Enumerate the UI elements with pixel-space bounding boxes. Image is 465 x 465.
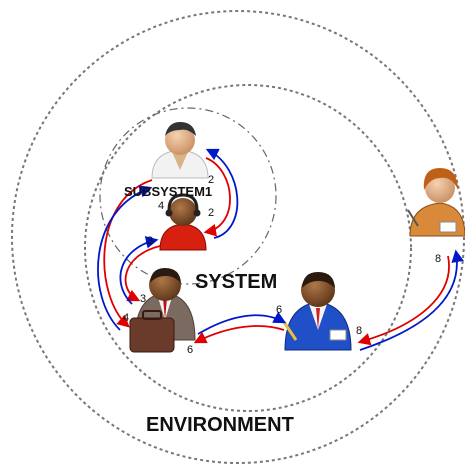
arrow-blue-4 [97,185,153,331]
number-label: 4 [158,200,164,212]
arrow-blue-3 [119,236,159,305]
number-label: 3 [147,235,153,247]
arrow-red-4 [103,179,153,328]
environment-label: ENVIRONMENT [146,414,294,436]
arrow-blue-6 [197,311,287,335]
arrow-red-2-top [203,157,231,237]
briefcase-icon [129,317,175,353]
environment-boundary [11,10,465,464]
person-suit-briefcase [129,268,196,353]
person-blue-suit [282,272,352,351]
arrow-blue-2-top [205,148,239,239]
subsystem-boundary [99,107,277,285]
person-white-shirt [151,122,209,179]
number-label: 2 [208,174,214,186]
number-label: 6 [187,344,193,356]
number-label: 2 [208,207,214,219]
arrow-blue-8 [359,249,464,351]
system-boundary [84,84,412,412]
number-label: 8 [356,325,362,337]
person-woman-environment [407,168,465,237]
number-label: 3 [140,293,146,305]
number-label: 6 [276,304,282,316]
subsystem-label: SUBSYSTEM1 [124,184,212,199]
arrow-red-8 [357,255,450,346]
person-red-shirt-headset [159,193,207,251]
number-label: 4 [123,312,129,324]
number-label: 8 [435,253,441,265]
arrow-red-3 [124,245,161,302]
arrow-red-6 [193,325,285,344]
system-label: SYSTEM [195,271,277,293]
